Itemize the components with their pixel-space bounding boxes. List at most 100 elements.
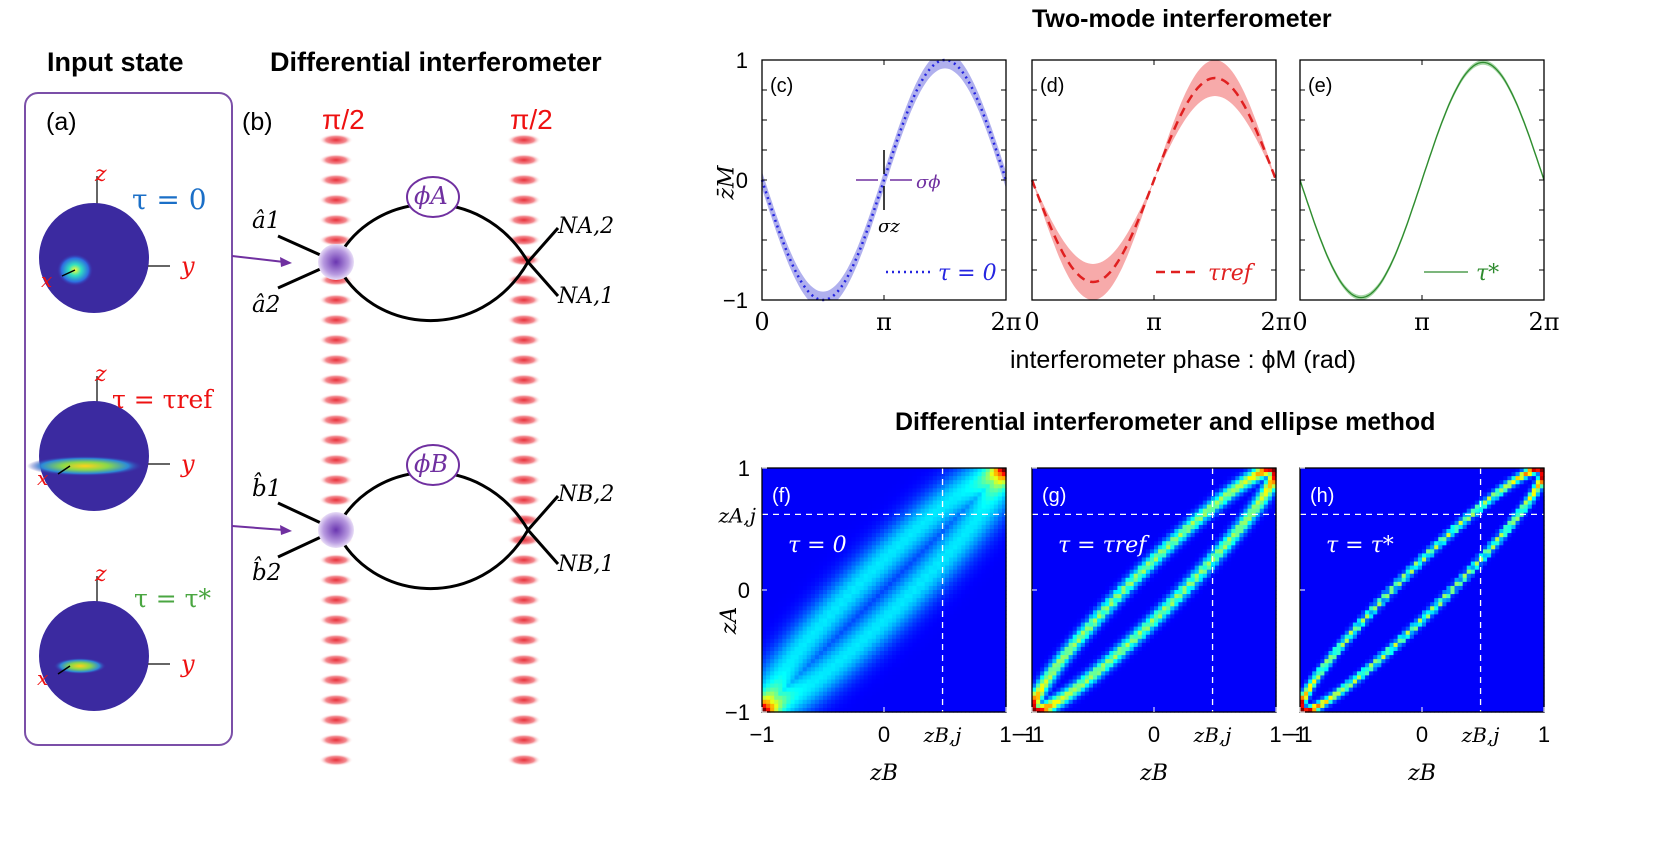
heatmap-cell	[810, 492, 816, 498]
heatmap-cell	[867, 488, 873, 493]
heatmap-cell	[888, 468, 893, 473]
heatmap-cell	[904, 651, 909, 656]
heatmap-cell	[912, 581, 918, 587]
heatmap-cell	[1113, 480, 1118, 485]
heatmap-cell	[859, 703, 865, 709]
heatmap-cell	[766, 610, 771, 615]
heatmap-cell	[1101, 508, 1106, 514]
heatmap-cell	[843, 667, 848, 672]
heatmap-cell	[916, 659, 922, 664]
heatmap-cell	[810, 667, 816, 672]
heatmap-cell	[1174, 468, 1179, 473]
heatmap-cell	[1170, 488, 1175, 493]
heatmap-cell	[851, 577, 857, 583]
heatmap-cell	[1080, 480, 1086, 485]
heatmap-cell	[810, 683, 816, 689]
laser-dot	[319, 434, 353, 446]
heatmap-cell	[997, 565, 1003, 571]
heatmap-cell	[827, 565, 832, 571]
heatmap-cell	[1072, 512, 1078, 518]
heatmap-cell	[1186, 492, 1192, 498]
heatmap-cell	[879, 488, 885, 493]
laser-dot	[319, 474, 353, 486]
heatmap-cell	[847, 520, 853, 526]
heatmap-cell	[1255, 480, 1261, 485]
heatmap-cell	[810, 634, 816, 640]
heatmap-cell	[957, 594, 962, 599]
heatmap-cell	[953, 476, 958, 481]
heatmap-cell	[1101, 541, 1106, 546]
heatmap-cell	[904, 630, 909, 636]
heatmap-cell	[766, 472, 771, 477]
heatmap-cell	[904, 683, 909, 689]
heatmap-cell	[839, 695, 844, 701]
heatmap-cell	[843, 577, 848, 583]
heatmap-cell	[896, 683, 901, 689]
heatmap-cell	[957, 651, 962, 656]
heatmap-cell	[875, 581, 881, 587]
heatmap-cell	[814, 496, 820, 502]
heatmap-cell	[989, 651, 995, 656]
heatmap-cell	[814, 553, 820, 559]
heatmap-cell	[794, 553, 800, 559]
heatmap-cell	[774, 472, 779, 477]
heatmap-cell	[904, 480, 909, 485]
heatmap-cell	[973, 553, 979, 559]
heatmap-cell	[798, 545, 804, 550]
heatmap-cell	[892, 581, 897, 587]
heatmap-cell	[957, 699, 962, 705]
heatmap-cell	[912, 573, 918, 579]
heatmap-cell	[1247, 516, 1253, 522]
heatmap-cell	[1223, 520, 1228, 526]
heatmap-cell	[1125, 476, 1131, 481]
heatmap-cell	[802, 602, 808, 607]
heatmap-cell	[940, 659, 946, 664]
heatmap-cell	[827, 687, 832, 693]
heatmap-cell	[786, 577, 792, 583]
heatmap-cell	[916, 472, 922, 477]
heatmap-cell	[762, 594, 767, 599]
heatmap-cell	[928, 590, 934, 595]
heatmap-cell	[851, 553, 857, 559]
heatmap-cell	[766, 626, 771, 632]
heatmap-cell	[969, 598, 975, 603]
heatmap-cell	[957, 545, 962, 550]
heatmap-cell	[888, 707, 893, 713]
heatmap-cell	[839, 569, 844, 575]
heatmap-cell	[965, 561, 970, 567]
heatmap-cell	[981, 496, 987, 502]
heatmap-cell	[1158, 476, 1163, 481]
heatmap-cell	[827, 468, 832, 473]
heatmap-cell	[831, 520, 836, 526]
heatmap-cell	[1202, 496, 1208, 502]
heatmap-cell	[847, 642, 853, 648]
heatmap-cell	[981, 516, 987, 522]
heatmap-cell	[904, 504, 909, 510]
heatmap-cell	[1194, 484, 1200, 489]
heatmap-cell	[1101, 520, 1106, 526]
heatmap-cell	[818, 675, 824, 681]
heatmap-cell	[831, 565, 836, 571]
heatmap-cell	[928, 691, 934, 697]
heatmap-cell	[802, 484, 808, 489]
heatmap-cell	[969, 602, 975, 607]
heatmap-cell	[810, 651, 816, 656]
heatmap-cell	[892, 667, 897, 672]
heatmap-cell	[957, 524, 962, 530]
heatmap-cell	[1202, 504, 1208, 510]
heatmap-cell	[949, 508, 954, 514]
heatmap-cell	[892, 472, 897, 477]
heatmap-cell	[1158, 496, 1163, 502]
heatmap-cell	[1032, 545, 1037, 550]
heatmap-cell	[912, 524, 918, 530]
heatmap-cell	[843, 622, 848, 628]
heatmap-cell	[835, 496, 840, 502]
heatmap-cell	[1052, 529, 1057, 534]
heatmap-cell	[940, 602, 946, 607]
heatmap-cell	[1210, 468, 1216, 473]
laser-dot	[319, 694, 353, 706]
heatmap-cell	[827, 508, 832, 514]
heatmap-cell	[806, 663, 812, 668]
heatmap-cell	[1105, 545, 1110, 550]
heatmap-cell	[989, 472, 995, 477]
